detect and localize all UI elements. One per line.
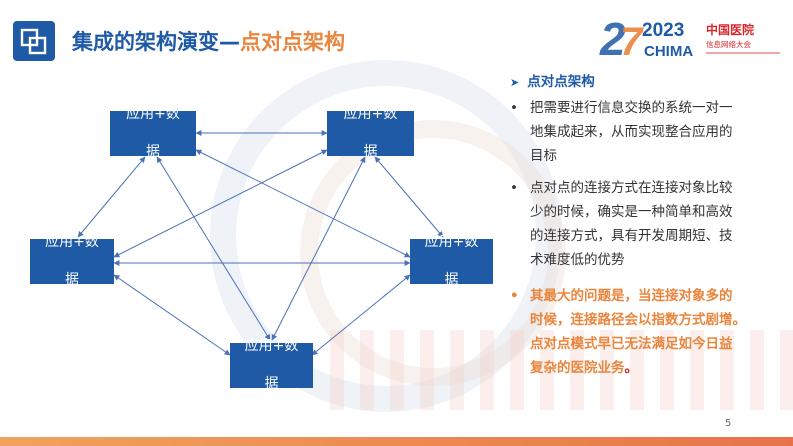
logo-org: 中国医院 <box>706 22 754 37</box>
chima-logo: 2 7 2023 CHIMA 中国医院 信息网络大会 <box>596 13 784 65</box>
bullet-2-line: 的连接方式，具有开发周期短、技 <box>530 228 733 244</box>
link-tl-ml <box>77 156 146 238</box>
logo-mark: CHIMA <box>644 43 693 60</box>
svg-text:7: 7 <box>620 20 644 60</box>
page-title: 集成的架构演变—点对点架构 <box>72 26 345 56</box>
bottom-accent-bar <box>0 437 793 446</box>
svg-text:2: 2 <box>599 14 626 60</box>
app-node-top-right: 应用+数据 <box>327 106 414 160</box>
bullet-2-line: 少的时候，确实是一种简单和高效 <box>530 204 733 220</box>
title-icon <box>13 21 55 61</box>
panel-heading: ➤点对点架构 <box>510 74 595 90</box>
app-node-mid-left: 应用+数据 <box>30 234 114 288</box>
link-tr-mr <box>374 156 444 238</box>
bullet-dot: • <box>510 100 518 116</box>
bullet-2-line: 术难度低的优势 <box>530 252 625 268</box>
logo-number: 2023 <box>642 20 684 41</box>
link-tr-b <box>271 156 366 341</box>
bullet-1-line: 目标 <box>530 148 557 164</box>
page-number: 5 <box>725 418 732 429</box>
bullet-1-line: 地集成起来，从而实现整合应用的 <box>530 124 733 140</box>
title-accent: 点对点架构 <box>240 30 345 54</box>
link-tr-ml <box>113 149 328 258</box>
highlight-line: 点对点模式早已无法满足如今日益 <box>530 336 733 352</box>
bullet-dot: • <box>510 180 518 196</box>
app-node-top-left: 应用+数据 <box>110 106 196 160</box>
logo-org-sub: 信息网络大会 <box>706 39 751 49</box>
highlight-line: 复杂的医院业务。 <box>530 360 638 376</box>
arrow-right-icon: ➤ <box>510 76 520 89</box>
bullet-2-line: 点对点的连接方式在连接对象比较 <box>530 180 733 196</box>
highlight-line: 时候，连接路径会以指数方式剧增。 <box>530 312 746 328</box>
link-mr-b <box>311 274 411 356</box>
app-node-mid-right: 应用+数据 <box>410 234 493 288</box>
bullet-1-line: 把需要进行信息交换的系统一对一 <box>530 100 733 116</box>
link-tl-b <box>156 156 271 341</box>
title-dash: — <box>219 30 240 54</box>
highlight-line: 其最大的问题是，当连接对象多的 <box>530 288 733 304</box>
app-node-bottom: 应用+数据 <box>230 338 313 392</box>
title-main: 集成的架构演变 <box>72 30 219 54</box>
bullet-dot: • <box>510 288 519 304</box>
link-ml-b <box>113 274 231 356</box>
link-tl-mr <box>195 149 411 258</box>
